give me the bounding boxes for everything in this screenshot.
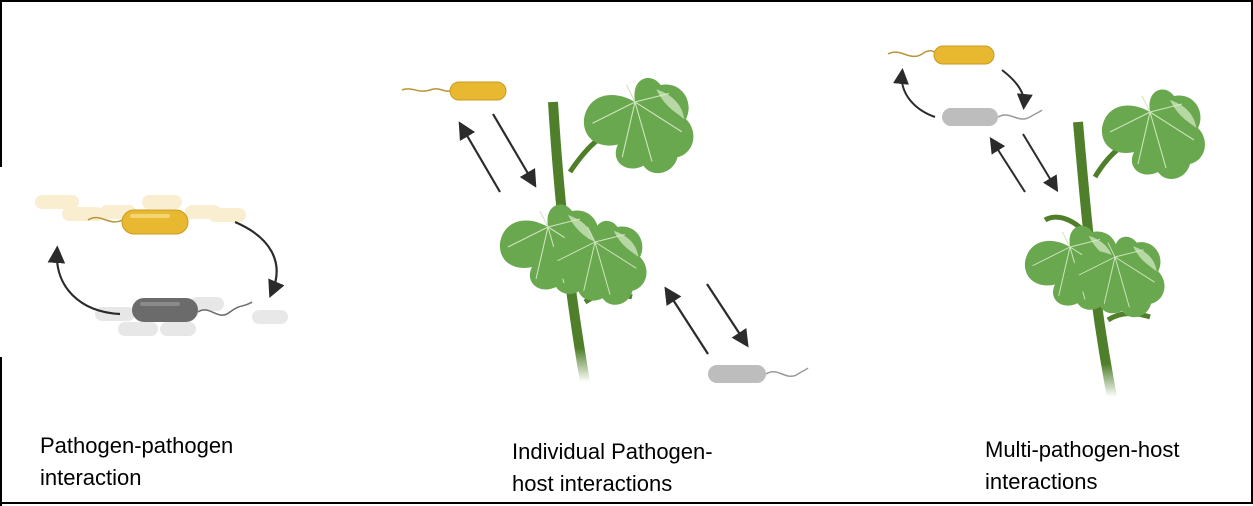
gray-bacterium — [708, 365, 766, 383]
arrow-icon — [902, 74, 935, 117]
caption-pathogen-pathogen: Pathogen-pathogen interaction — [40, 430, 233, 494]
arrow-icon — [993, 142, 1025, 192]
arrow-icon — [462, 127, 500, 192]
caption-line: interactions — [985, 466, 1179, 498]
gray-bacterium — [132, 298, 198, 322]
yellow-bacterium — [122, 210, 188, 234]
caption-line: Pathogen-pathogen — [40, 430, 233, 462]
arrow-icon — [668, 292, 708, 354]
leaf-icon — [584, 78, 694, 173]
caption-individual: Individual Pathogen- host interactions — [512, 436, 713, 500]
gray-bacterium — [942, 108, 998, 126]
caption-line: Multi-pathogen-host — [985, 434, 1179, 466]
caption-multi: Multi-pathogen-host interactions — [985, 434, 1179, 498]
caption-line: interaction — [40, 462, 233, 494]
arrow-icon — [1002, 70, 1024, 104]
arrow-icon — [235, 222, 277, 292]
arrow-icon — [1023, 134, 1055, 187]
caption-line: host interactions — [512, 468, 713, 500]
yellow-bacterium — [934, 46, 994, 64]
individual-panel — [402, 78, 808, 383]
arrow-icon — [707, 284, 745, 342]
yellow-bacterium — [450, 82, 506, 100]
arrow-icon — [57, 252, 120, 314]
caption-line: Individual Pathogen- — [512, 436, 713, 468]
pathogen-pathogen-panel — [35, 195, 288, 336]
leaf-icon — [1102, 89, 1205, 179]
multi-panel — [888, 46, 1205, 397]
arrow-icon — [493, 114, 533, 182]
